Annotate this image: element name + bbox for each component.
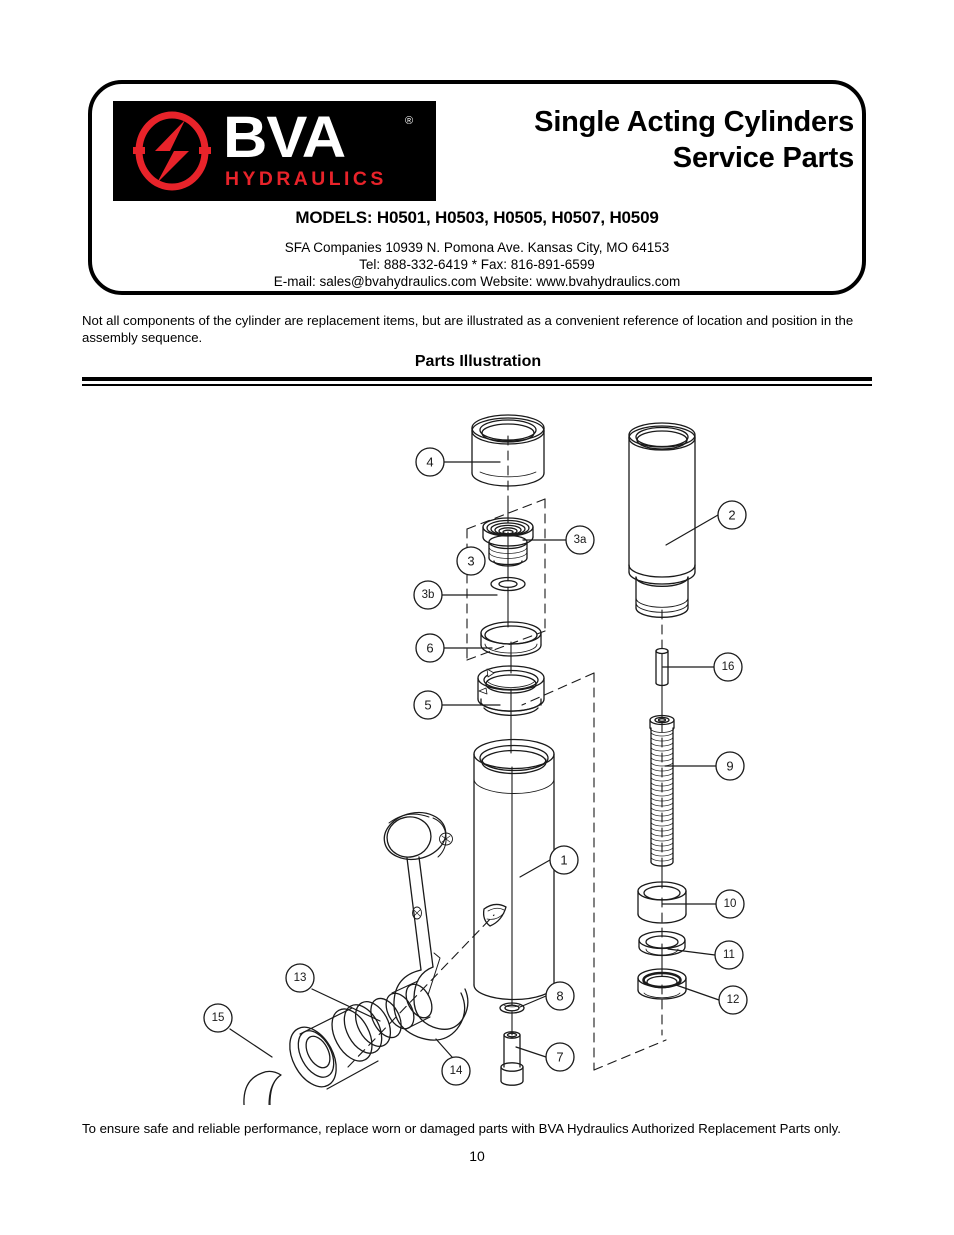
part-15-dust-cap: [243, 1070, 282, 1105]
callout-2-label: 2: [728, 508, 735, 523]
callout-group: 4 3 3a 3b 6 5 2 16: [203, 447, 748, 1086]
callout-14[interactable]: 14: [441, 1056, 471, 1086]
callout-9-label: 9: [726, 759, 733, 774]
callout-15[interactable]: 15: [203, 1003, 233, 1033]
brand-logo-block: BVA ® HYDRAULICS: [113, 101, 436, 201]
part-1-cylinder-body: [473, 738, 555, 1001]
page-number: 10: [469, 1148, 485, 1164]
part-14-handle-bracket: [383, 811, 469, 1041]
callout-11[interactable]: 11: [714, 940, 744, 970]
callout-3a[interactable]: 3a: [565, 525, 595, 555]
callout-5-label: 5: [424, 698, 431, 713]
callout-16-label: 16: [722, 661, 735, 673]
callout-1[interactable]: 1: [549, 845, 579, 875]
callout-15-label: 15: [212, 1012, 225, 1024]
callout-13[interactable]: 13: [285, 963, 315, 993]
part-2-ram-piston: [628, 422, 696, 618]
callout-5[interactable]: 5: [413, 690, 443, 720]
brand-wordmark: BVA ® HYDRAULICS: [223, 105, 428, 197]
bolt-in-circle-icon: [133, 111, 211, 191]
callout-6[interactable]: 6: [415, 633, 445, 663]
callout-3b[interactable]: 3b: [413, 580, 443, 610]
part-13-coupler: [289, 980, 433, 1090]
header-plate: BVA ® HYDRAULICS Single Acting Cylinders…: [88, 80, 866, 295]
callout-6-label: 6: [426, 641, 433, 656]
callout-2[interactable]: 2: [717, 500, 747, 530]
company-contact-block: SFA Companies 10939 N. Pomona Ave. Kansa…: [92, 239, 862, 290]
callout-3-label: 3: [467, 554, 474, 569]
part-7-set-screw: [500, 1031, 524, 1086]
section-rule-thin: [82, 384, 872, 386]
registered-mark-icon: ®: [405, 115, 414, 127]
page-title: Single Acting Cylinders Service Parts: [444, 104, 854, 176]
callout-11-label: 11: [723, 949, 735, 961]
callout-16[interactable]: 16: [713, 652, 743, 682]
callout-8[interactable]: 8: [545, 981, 575, 1011]
callout-13-label: 13: [294, 972, 307, 984]
callout-1-label: 1: [560, 853, 567, 868]
company-address-line: SFA Companies 10939 N. Pomona Ave. Kansa…: [284, 240, 670, 255]
callout-4[interactable]: 4: [415, 447, 445, 477]
models-line: MODELS: H0501, H0503, H0505, H0507, H050…: [295, 208, 659, 227]
callout-10-label: 10: [724, 898, 737, 910]
callout-8-label: 8: [556, 989, 563, 1004]
footer-note: To ensure safe and reliable performance,…: [82, 1121, 841, 1136]
parts-illustration: 4 3 3a 3b 6 5 2 16: [0, 395, 954, 1105]
callout-9[interactable]: 9: [715, 751, 745, 781]
intro-paragraph: Not all components of the cylinder are r…: [82, 313, 854, 345]
callout-14-label: 14: [450, 1065, 463, 1077]
email-website-line: E-mail: sales@bvahydraulics.com Website:…: [273, 274, 681, 289]
callout-3a-label: 3a: [574, 534, 587, 546]
callout-12[interactable]: 12: [718, 985, 748, 1015]
brand-name: BVA: [223, 105, 346, 170]
page-title-line-2: Service Parts: [672, 142, 854, 174]
brand-tagline: HYDRAULICS: [225, 169, 387, 190]
phone-fax-line: Tel: 888-332-6419 * Fax: 816-891-6599: [359, 257, 595, 272]
section-title: Parts Illustration: [414, 353, 542, 370]
callout-7[interactable]: 7: [545, 1042, 575, 1072]
page-title-line-1: Single Acting Cylinders: [534, 106, 854, 138]
callout-3b-label: 3b: [422, 589, 435, 601]
section-rule-thick: [82, 377, 872, 381]
callout-4-label: 4: [426, 455, 433, 470]
callout-12-label: 12: [727, 994, 740, 1006]
callout-3[interactable]: 3: [456, 546, 486, 576]
callout-10[interactable]: 10: [715, 889, 745, 919]
callout-7-label: 7: [556, 1050, 563, 1065]
